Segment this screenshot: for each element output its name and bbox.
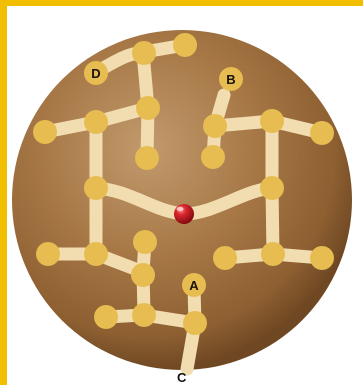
node-d: D bbox=[84, 61, 108, 85]
node bbox=[132, 303, 156, 327]
node bbox=[203, 114, 227, 138]
red-marble-icon bbox=[174, 204, 194, 224]
node bbox=[173, 33, 197, 57]
node bbox=[310, 121, 334, 145]
node bbox=[260, 109, 284, 133]
node bbox=[133, 230, 157, 254]
node bbox=[261, 242, 285, 266]
node bbox=[84, 176, 108, 200]
label-b: B bbox=[226, 72, 235, 87]
node bbox=[183, 311, 207, 335]
node bbox=[36, 242, 60, 266]
node bbox=[33, 120, 57, 144]
node bbox=[310, 246, 334, 270]
node bbox=[260, 176, 284, 200]
node bbox=[94, 305, 118, 329]
label-a: A bbox=[189, 278, 199, 293]
node-a: A bbox=[182, 273, 206, 297]
path-lower-left-cluster bbox=[41, 247, 151, 321]
node bbox=[131, 263, 155, 287]
node bbox=[213, 246, 237, 270]
node bbox=[136, 96, 160, 120]
node bbox=[132, 41, 156, 65]
maze-nodes bbox=[33, 33, 334, 335]
label-d: D bbox=[91, 66, 100, 81]
node bbox=[135, 146, 159, 170]
node bbox=[201, 145, 225, 169]
label-c: C bbox=[177, 370, 187, 385]
node-b: B bbox=[219, 67, 243, 91]
node bbox=[84, 242, 108, 266]
node bbox=[84, 110, 108, 134]
